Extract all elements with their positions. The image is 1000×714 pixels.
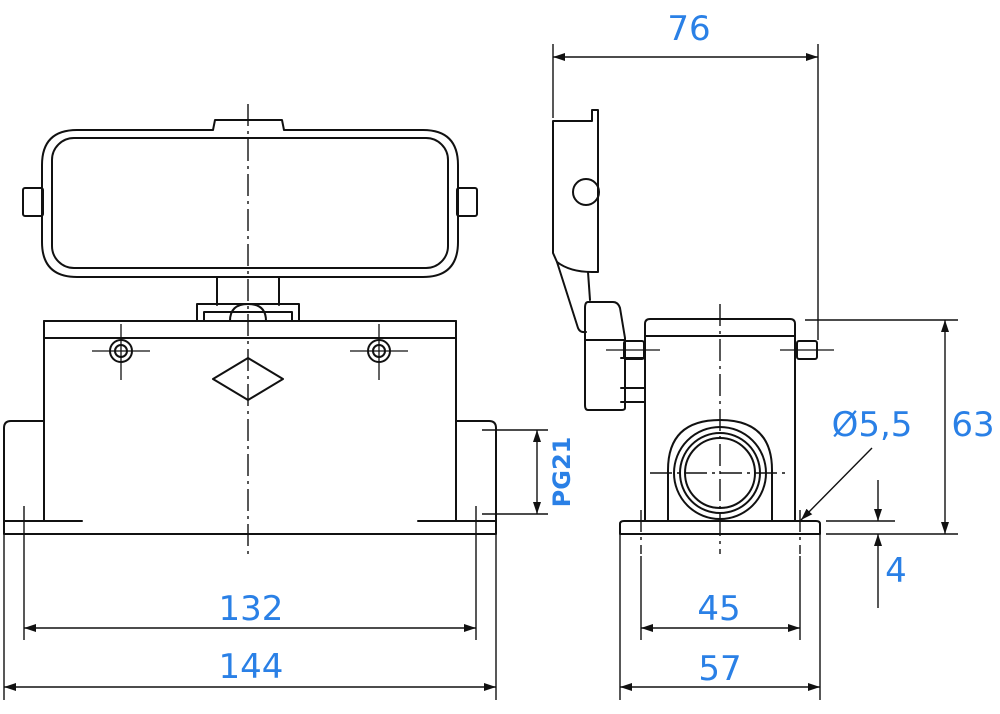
label-hole-diameter: Ø5,5 [832, 405, 913, 445]
side-base [619, 520, 821, 535]
front-view [3, 104, 497, 554]
side-latch [584, 301, 626, 411]
front-cover-outline [41, 119, 459, 278]
front-cover-inner [51, 137, 449, 269]
front-stem [216, 276, 280, 306]
dim-leader-hole [800, 447, 873, 521]
side-lever-knob [572, 178, 600, 206]
label-76: 76 [667, 9, 710, 49]
right-screw [350, 324, 408, 380]
label-pg21: PG21 [548, 437, 576, 508]
label-4: 4 [885, 551, 907, 591]
left-screw [92, 324, 150, 380]
left-lever-pin [22, 187, 44, 217]
label-57: 57 [698, 649, 741, 689]
front-hinge [196, 303, 300, 322]
front-base-flange [3, 420, 497, 535]
label-132: 132 [219, 589, 284, 629]
front-housing-top [43, 320, 457, 339]
front-dimensions [3, 429, 548, 700]
right-lever-pin [456, 187, 478, 217]
side-view [552, 109, 834, 554]
side-entry-boss [667, 419, 773, 522]
side-dimensions [552, 44, 958, 700]
front-diamond-mark [212, 357, 284, 401]
label-63: 63 [951, 405, 994, 445]
label-144: 144 [219, 647, 284, 687]
side-lever [552, 109, 599, 273]
label-45: 45 [697, 589, 740, 629]
